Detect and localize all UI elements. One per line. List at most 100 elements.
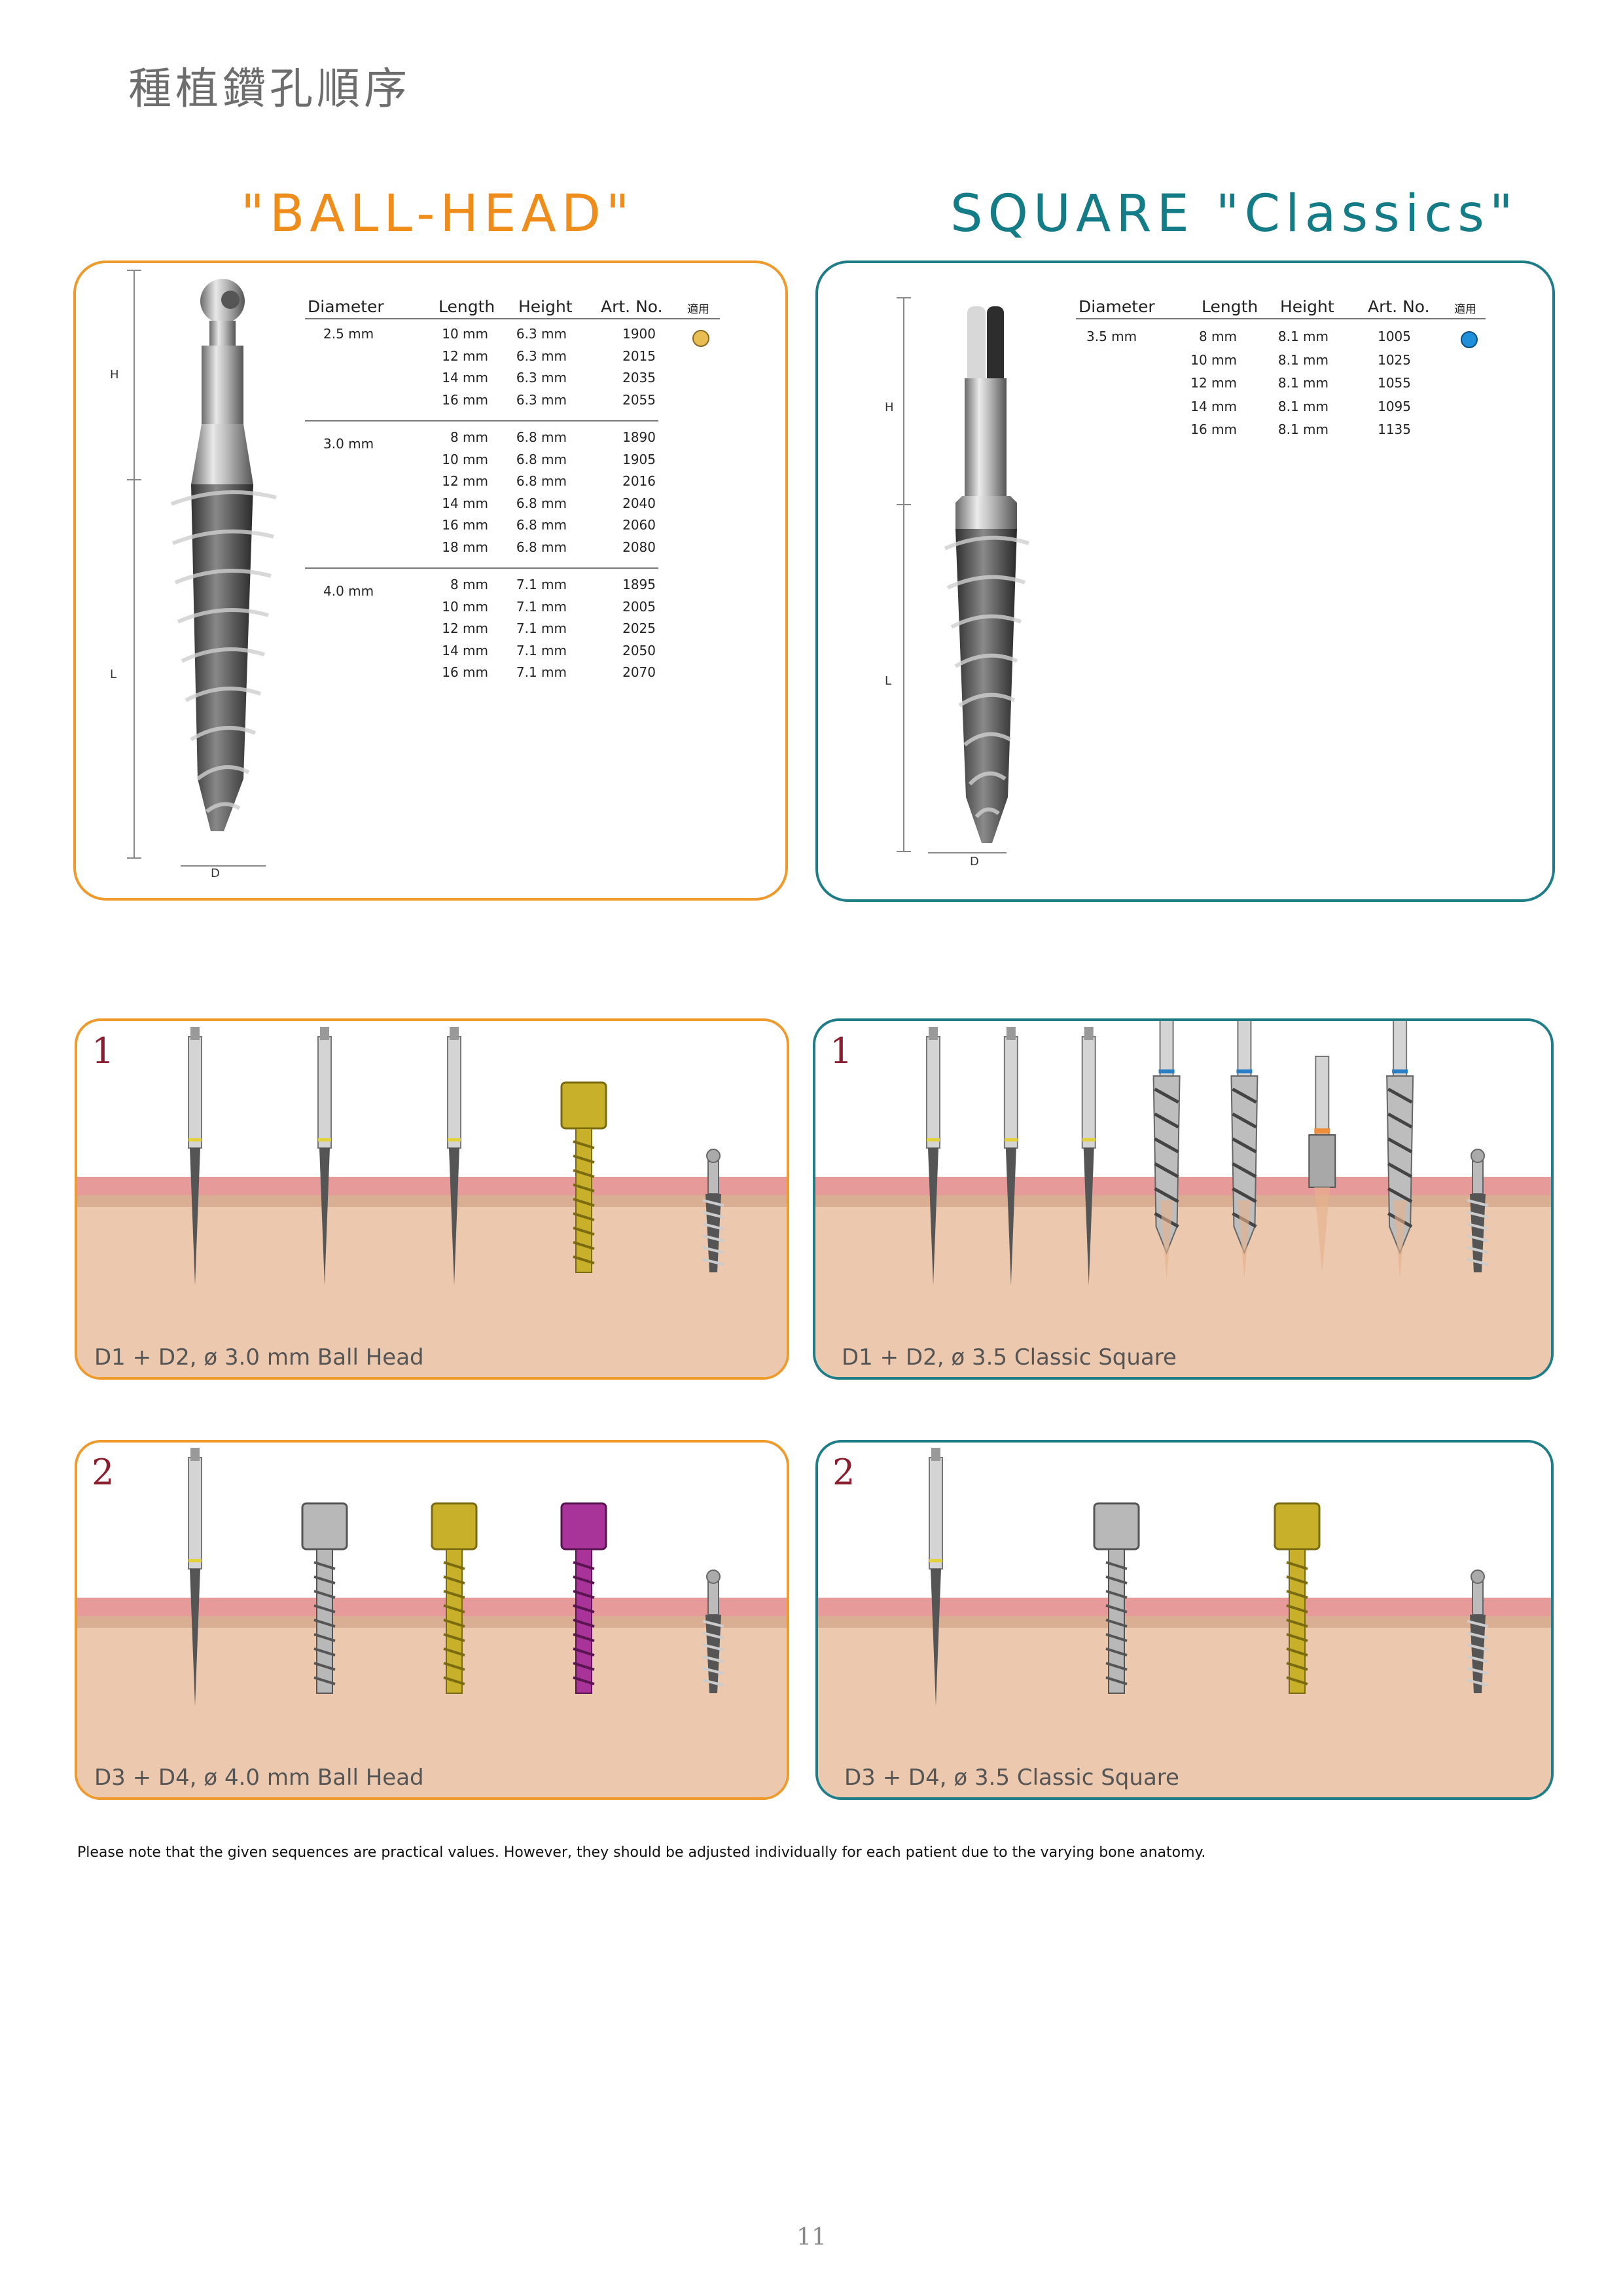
height-cell: 8.1 mm: [1277, 375, 1329, 391]
page-title: 種植鑽孔順序: [128, 63, 411, 114]
sequence-caption: D3 + D4, ø 4.0 mm Ball Head: [94, 1765, 424, 1791]
bone-layer: [818, 1616, 1551, 1797]
art-no-cell: 2005: [622, 598, 656, 615]
disclaimer-note: Please note that the given sequences are…: [77, 1844, 1206, 1861]
length-cell: 18 mm: [442, 539, 488, 555]
length-cell: 10 mm: [1190, 351, 1237, 368]
art-no-cell: 1135: [1378, 422, 1411, 437]
step-number: 2: [92, 1452, 115, 1493]
header-art-no: Art. No.: [601, 297, 663, 316]
diameter-cell: 3.5 mm: [1086, 329, 1137, 344]
length-cell: 14 mm: [1190, 398, 1237, 414]
dimension-tick: [127, 479, 141, 480]
drill-instrument-icon: [1081, 1027, 1096, 1285]
implantSQ-instrument-icon: [1467, 1570, 1489, 1693]
height-cell: 8.1 mm: [1277, 422, 1329, 437]
art-no-cell: 2016: [622, 473, 656, 489]
art-no-cell: 2060: [622, 517, 656, 533]
art-no-cell: 1005: [1378, 329, 1411, 344]
gum-bone-scene: [77, 1027, 787, 1377]
height-cell: 6.3 mm: [516, 326, 567, 342]
art-no-cell: 2050: [622, 642, 656, 658]
drill-instrument-icon: [317, 1027, 332, 1285]
art-no-cell: 1025: [1378, 351, 1411, 368]
length-cell: 12 mm: [1190, 375, 1237, 391]
instrument-row: [929, 1448, 1489, 1706]
height-cell: 8.1 mm: [1277, 329, 1329, 344]
header-divider: [1076, 318, 1486, 319]
twist-instrument-icon: [1152, 1021, 1181, 1279]
art-no-cell: 1890: [622, 429, 656, 445]
dimension-label-h: H: [885, 401, 894, 414]
art-no-cell: 2055: [622, 391, 656, 408]
ball-head-spec-panel: H L D Diameter Length Height Art. No. 適用: [73, 260, 788, 901]
art-no-cell: 2070: [622, 664, 656, 680]
art-no-cell: 2015: [622, 348, 656, 364]
goldcap-instrument-icon: [431, 1502, 478, 1694]
art-no-cell: 1900: [622, 326, 656, 342]
twist-instrument-icon: [1386, 1021, 1414, 1279]
drilling-sequence-panel: 1 D1 + D2, ø 3.5 Classic Square: [813, 1018, 1554, 1380]
height-cell: 6.8 mm: [516, 495, 567, 511]
group-divider: [305, 567, 658, 569]
height-cell: 6.3 mm: [516, 348, 567, 364]
length-cell: 12 mm: [442, 620, 488, 636]
ball-head-implant-illustration: [170, 279, 277, 831]
dimension-label-d: D: [211, 867, 220, 880]
header-height: Height: [518, 297, 573, 316]
instrument-row: [188, 1027, 724, 1285]
drill-instrument-icon: [188, 1027, 202, 1285]
gum-layer: [815, 1177, 1551, 1195]
header-divider: [305, 318, 720, 319]
sequence-caption: D3 + D4, ø 3.5 Classic Square: [844, 1765, 1179, 1791]
header-diameter: Diameter: [308, 297, 384, 316]
gum-bone-scene: [818, 1448, 1551, 1797]
gum-bone-scene: [77, 1448, 787, 1797]
dimension-line-vertical: [134, 270, 135, 859]
length-cell: 10 mm: [442, 451, 488, 467]
length-cell: 8 mm: [450, 429, 488, 445]
step-number: 1: [830, 1030, 853, 1071]
height-cell: 7.1 mm: [516, 598, 567, 615]
height-cell: 7.1 mm: [516, 642, 567, 658]
art-no-cell: 2025: [622, 620, 656, 636]
header-applicable: 適用: [687, 303, 709, 316]
cortical-layer: [77, 1616, 787, 1628]
gum-layer: [77, 1177, 787, 1195]
length-cell: 16 mm: [442, 517, 488, 533]
length-cell: 14 mm: [442, 370, 488, 386]
header-diameter: Diameter: [1079, 297, 1155, 316]
cortical-layer: [815, 1195, 1551, 1207]
purplecap-instrument-icon: [560, 1502, 607, 1694]
sequence-caption: D1 + D2, ø 3.5 Classic Square: [842, 1344, 1177, 1371]
drilling-sequence-panel: 2 D3 + D4, ø 4.0 mm Ball Head: [75, 1440, 789, 1800]
silvercap-instrument-icon: [301, 1502, 348, 1694]
height-cell: 6.8 mm: [516, 539, 567, 555]
yellow-color-dot: [692, 330, 709, 347]
step-number: 1: [92, 1030, 115, 1071]
length-cell: 14 mm: [442, 642, 488, 658]
length-cell: 14 mm: [442, 495, 488, 511]
dimension-label-l: L: [885, 674, 892, 688]
silvercap-instrument-icon: [1093, 1502, 1140, 1694]
goldcap-instrument-icon: [1274, 1502, 1321, 1694]
length-cell: 16 mm: [442, 391, 488, 408]
length-cell: 16 mm: [442, 664, 488, 680]
diameter-cell: 4.0 mm: [323, 583, 374, 599]
shortdrill-instrument-icon: [1308, 1056, 1336, 1272]
page-number: 11: [796, 2224, 827, 2251]
dimension-label-h: H: [110, 368, 119, 382]
dimension-tick: [897, 297, 911, 298]
dimension-label-l: L: [110, 668, 117, 681]
dimension-tick: [127, 270, 141, 271]
length-cell: 8 mm: [1198, 329, 1237, 344]
diameter-cell: 2.5 mm: [323, 326, 374, 342]
length-cell: 12 mm: [442, 473, 488, 489]
length-cell: 8 mm: [450, 577, 488, 592]
height-cell: 6.8 mm: [516, 451, 567, 467]
art-no-cell: 1895: [622, 577, 656, 592]
gum-bone-scene: [815, 1021, 1551, 1377]
art-no-cell: 2040: [622, 495, 656, 511]
